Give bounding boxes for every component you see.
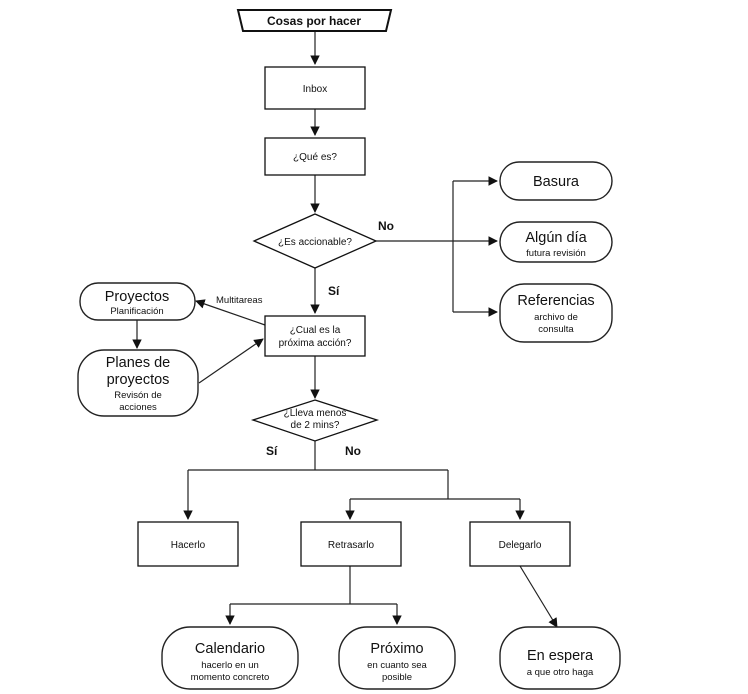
node-algun-dia: Algún día futura revisión bbox=[499, 221, 613, 263]
node-proxima-accion: ¿Cual es la próxima acción? bbox=[264, 315, 366, 357]
node-proxima-accion-label1: ¿Cual es la bbox=[290, 325, 341, 336]
label-si-2mins: Sí bbox=[266, 444, 278, 458]
node-proyectos-sub: Planificación bbox=[110, 306, 163, 317]
node-en-espera-sub: a que otro haga bbox=[527, 667, 594, 678]
node-2mins-label1: ¿Lleva menos bbox=[284, 408, 347, 419]
node-algun-dia-label: Algún día bbox=[525, 230, 587, 246]
node-planes-label1: Planes de bbox=[106, 355, 171, 371]
node-algun-dia-sub: futura revisión bbox=[526, 248, 586, 259]
node-es-accionable-label: ¿Es accionable? bbox=[278, 237, 352, 248]
node-calendario-sub1: hacerlo en un bbox=[201, 660, 259, 671]
node-referencias-label: Referencias bbox=[517, 293, 594, 309]
edge-to-proyectos bbox=[195, 299, 266, 326]
node-en-espera: En espera a que otro haga bbox=[499, 626, 621, 690]
node-hacerlo-label: Hacerlo bbox=[171, 540, 206, 551]
label-si-accionable: Sí bbox=[328, 284, 340, 298]
node-planes-label2: proyectos bbox=[107, 372, 170, 388]
node-calendario: Calendario hacerlo en un momento concret… bbox=[161, 626, 299, 690]
node-proyectos-label: Proyectos bbox=[105, 289, 169, 305]
node-cosas-por-hacer-label: Cosas por hacer bbox=[267, 14, 361, 28]
node-inbox-label: Inbox bbox=[303, 84, 327, 95]
edge-delegarlo-espera bbox=[519, 565, 558, 628]
node-cosas-por-hacer: Cosas por hacer bbox=[236, 9, 393, 32]
node-referencias: Referencias archivo de consulta bbox=[499, 283, 613, 343]
node-referencias-sub2: consulta bbox=[538, 324, 574, 335]
node-planes-sub1: Revisón de bbox=[114, 390, 162, 401]
node-proximo: Próximo en cuanto sea posible bbox=[338, 626, 456, 690]
node-retrasarlo: Retrasarlo bbox=[300, 521, 402, 567]
node-delegarlo: Delegarlo bbox=[469, 521, 571, 567]
node-planes-sub2: acciones bbox=[119, 402, 157, 413]
node-proximo-sub1: en cuanto sea bbox=[367, 660, 427, 671]
node-delegarlo-label: Delegarlo bbox=[499, 540, 542, 551]
edge-planes-to-proxima bbox=[198, 338, 264, 384]
node-hacerlo: Hacerlo bbox=[137, 521, 239, 567]
node-retrasarlo-label: Retrasarlo bbox=[328, 540, 375, 551]
node-lleva-menos-2-mins: ¿Lleva menos de 2 mins? bbox=[250, 399, 380, 442]
node-inbox: Inbox bbox=[264, 66, 366, 110]
node-calendario-sub2: momento concreto bbox=[191, 672, 270, 683]
label-multitareas: Multitareas bbox=[216, 295, 263, 306]
node-que-es: ¿Qué es? bbox=[264, 137, 366, 176]
node-que-es-label: ¿Qué es? bbox=[293, 152, 337, 163]
node-proyectos: Proyectos Planificación bbox=[79, 282, 196, 321]
node-es-accionable: ¿Es accionable? bbox=[252, 213, 378, 269]
node-basura-label: Basura bbox=[533, 174, 580, 190]
node-proximo-label: Próximo bbox=[370, 641, 423, 657]
node-2mins-label2: de 2 mins? bbox=[291, 420, 340, 431]
node-proximo-sub2: posible bbox=[382, 672, 412, 683]
node-proxima-accion-label2: próxima acción? bbox=[279, 338, 352, 349]
node-basura: Basura bbox=[499, 161, 613, 201]
node-en-espera-label: En espera bbox=[527, 648, 594, 664]
node-planes-de-proyectos: Planes de proyectos Revisón de acciones bbox=[77, 349, 199, 417]
node-calendario-label: Calendario bbox=[195, 641, 265, 657]
label-no-accionable: No bbox=[378, 219, 394, 233]
edges bbox=[132, 31, 558, 628]
node-referencias-sub1: archivo de bbox=[534, 312, 578, 323]
label-no-2mins: No bbox=[345, 444, 361, 458]
